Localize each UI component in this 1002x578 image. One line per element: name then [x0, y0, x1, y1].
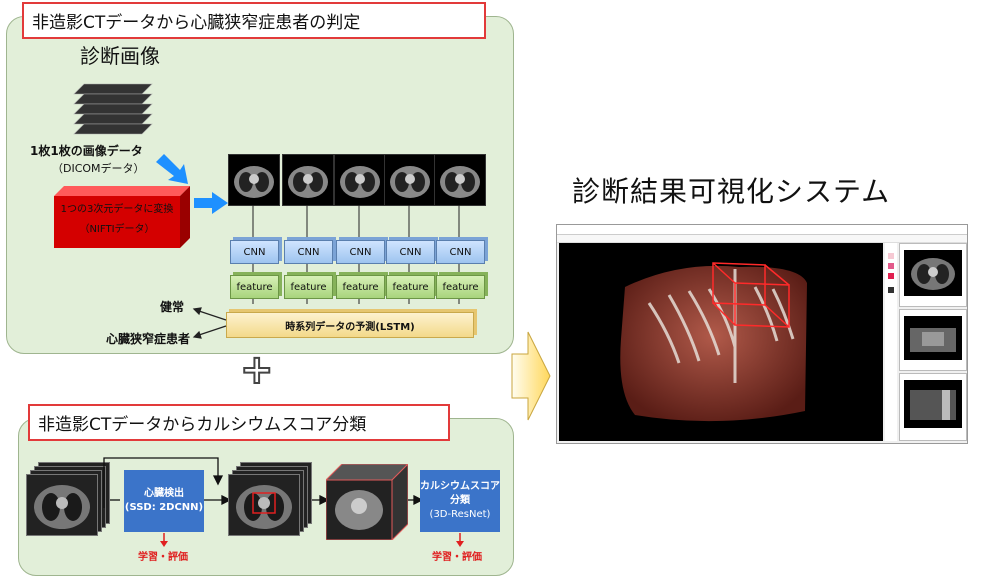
red-arrow-down-icon	[456, 533, 464, 547]
plus-sign: +	[239, 347, 274, 393]
output-arrows	[192, 307, 227, 339]
ct-slice-image	[228, 154, 280, 206]
top-title: 非造影CTデータから心臓狭窄症患者の判定	[22, 2, 486, 39]
color-swatch[interactable]	[888, 263, 894, 269]
ct-slice-image	[434, 154, 486, 206]
bottom-title: 非造影CTデータからカルシウムスコア分類	[28, 404, 450, 441]
images-label: 診断画像	[80, 44, 160, 68]
column-1	[228, 154, 280, 206]
output-healthy: 健常	[160, 300, 185, 314]
detect-line1: 心臓検出	[144, 488, 184, 499]
feature-block: feature	[336, 275, 385, 299]
classify-line1: カルシウムスコア	[420, 481, 500, 492]
flow-arrows	[103, 457, 424, 508]
axial-view[interactable]	[899, 243, 967, 307]
train-eval-1: 学習・評価	[138, 552, 188, 563]
classify-line3: (3D-ResNet)	[429, 509, 491, 520]
cnn-block: CNN	[230, 240, 279, 264]
column-5	[434, 154, 486, 206]
cnn-block: CNN	[336, 240, 385, 264]
slices-label: 1枚1枚の画像データ	[30, 144, 143, 158]
color-swatch[interactable]	[888, 287, 894, 293]
volume-render	[620, 262, 807, 422]
ct-stack-1	[26, 462, 110, 546]
dicom-label: （DICOMデータ）	[52, 162, 145, 175]
cube-shape	[54, 186, 190, 248]
column-4	[384, 154, 436, 206]
cropped-heart-volume	[324, 462, 410, 542]
feature-block: feature	[284, 275, 333, 299]
convert-box: 1つの3次元データに変換 （NIFTIデータ）	[54, 186, 190, 248]
cube-icon	[324, 462, 410, 542]
app-menubar	[557, 235, 967, 243]
cnn-block: CNN	[386, 240, 435, 264]
lstm-box: 時系列データの予測(LSTM)	[226, 312, 474, 338]
heart-detection-box: 心臓検出 (SSD: 2DCNN)	[124, 470, 204, 532]
feature-block: feature	[230, 275, 279, 299]
train-eval-2: 学習・評価	[432, 552, 482, 563]
convert-line1: 1つの3次元データに変換	[60, 204, 174, 215]
app-titlebar	[557, 225, 967, 235]
cnn-block: CNN	[436, 240, 485, 264]
column-2	[282, 154, 334, 206]
output-patient: 心臓狭窄症患者	[106, 332, 191, 346]
volume-render-view[interactable]	[559, 243, 883, 441]
big-arrow-right-icon	[511, 331, 551, 421]
coronal-view[interactable]	[899, 309, 967, 371]
convert-line2: （NIFTIデータ）	[79, 224, 155, 235]
ct-stack-2	[228, 462, 312, 546]
classify-line2: 分類	[450, 495, 470, 506]
visualization-app-window	[556, 224, 968, 444]
ct-slice-image	[384, 154, 436, 206]
arrow-right-icon	[194, 192, 228, 214]
column-3	[334, 154, 386, 206]
ct-slice-image	[334, 154, 386, 206]
ct-slice-image	[282, 154, 334, 206]
red-arrow-down-icon	[160, 533, 168, 547]
pipeline-columns: CNN CNN CNN CNN CNN feature feature feat…	[228, 154, 488, 304]
slice-stack-icon	[73, 83, 153, 135]
cnn-block: CNN	[284, 240, 333, 264]
sagittal-view[interactable]	[899, 373, 967, 441]
color-swatch[interactable]	[888, 253, 894, 259]
feature-block: feature	[386, 275, 435, 299]
slice-stack	[72, 78, 162, 140]
feature-block: feature	[436, 275, 485, 299]
tool-strip	[885, 243, 897, 441]
right-title: 診断結果可視化システム	[572, 175, 891, 208]
calcium-classify-box: カルシウムスコア 分類 (3D-ResNet)	[420, 470, 500, 532]
detect-line2: (SSD: 2DCNN)	[124, 502, 204, 513]
arrow-down-right-icon	[156, 154, 188, 184]
color-swatch[interactable]	[888, 273, 894, 279]
